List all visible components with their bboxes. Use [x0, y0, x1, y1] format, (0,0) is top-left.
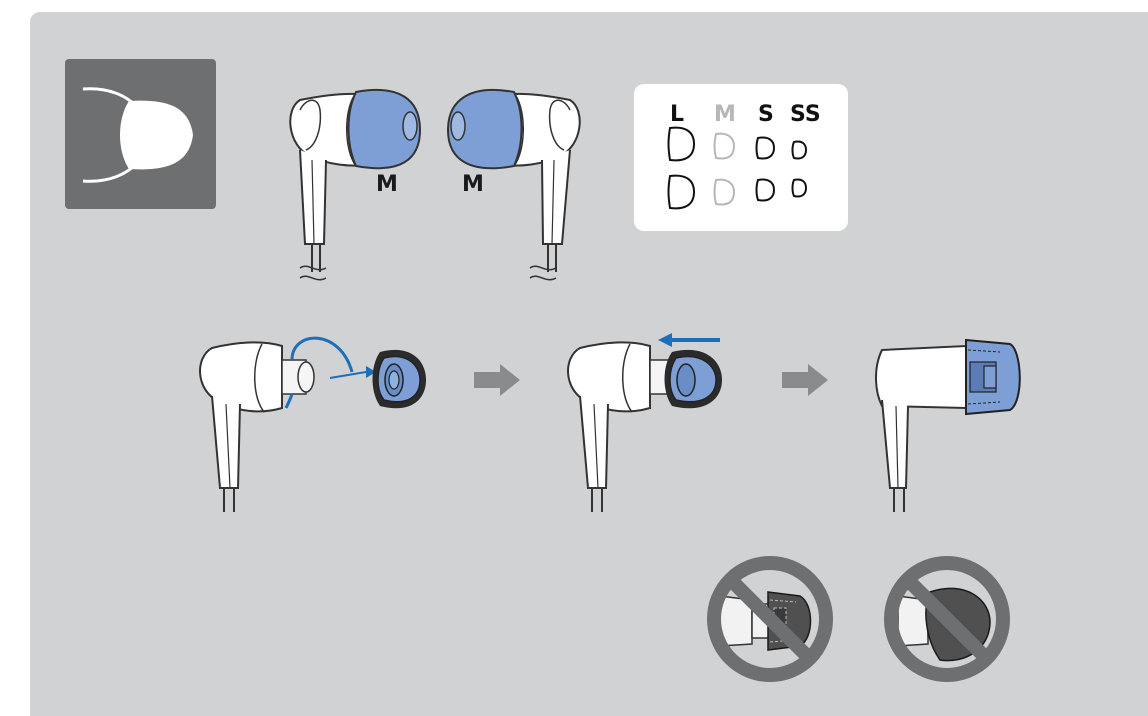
- step2-earphone: [568, 333, 722, 512]
- left-eartip-top: [349, 90, 421, 168]
- right-eartip-top: [448, 90, 522, 168]
- eartip-size-label-right: M: [462, 172, 484, 197]
- eartip-size-label-left: M: [376, 172, 398, 197]
- size-chart-card: L M S SS: [634, 84, 848, 231]
- step1-earphone: [200, 338, 376, 512]
- wrong-fit-flat-tip: [714, 563, 826, 675]
- step3-earphone: [876, 340, 1020, 512]
- wrong-fit-tilted-tip: [891, 563, 1003, 675]
- step-arrow-2: [782, 364, 828, 396]
- step1-eartip: [373, 350, 427, 408]
- size-shapes: [634, 84, 848, 231]
- step-arrow-1: [474, 364, 520, 396]
